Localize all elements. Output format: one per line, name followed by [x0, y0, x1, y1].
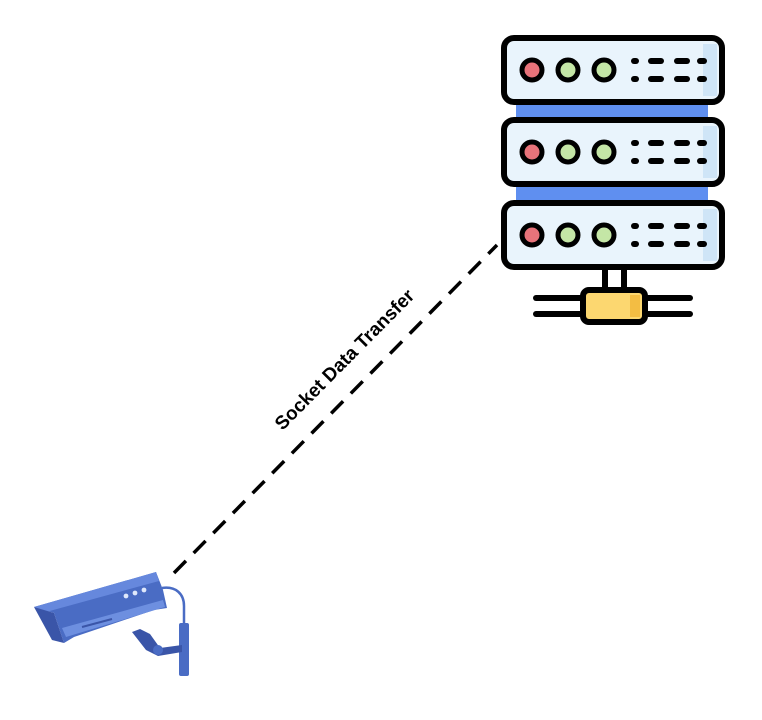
connection-label: Socket Data Transfer: [271, 285, 419, 435]
server-unit-1: [501, 35, 725, 105]
security-camera-icon: [34, 572, 189, 676]
server-unit-3: [501, 200, 725, 270]
connection-line: [172, 243, 499, 575]
server-rack-icon: [501, 35, 725, 325]
server-base-icon: [533, 270, 693, 325]
server-unit-2: [501, 117, 725, 187]
